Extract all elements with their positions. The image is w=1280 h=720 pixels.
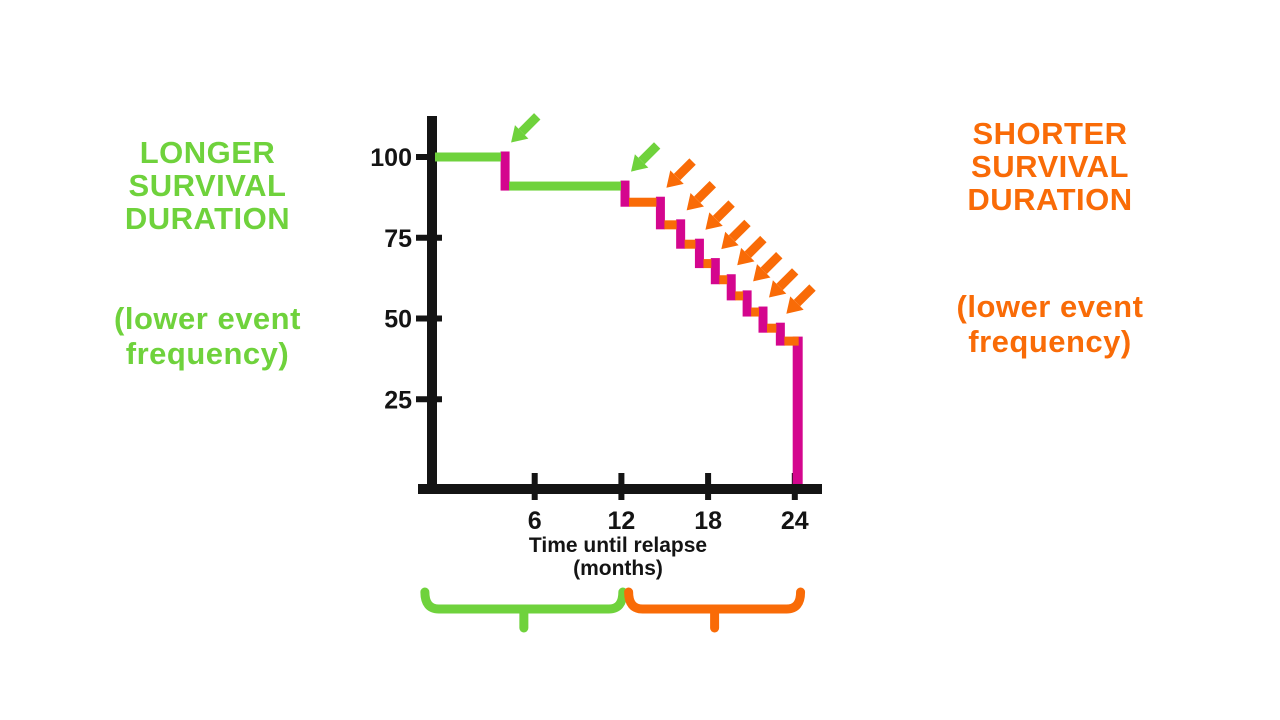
event-arrow-shaft (518, 113, 541, 136)
event-drop (726, 274, 736, 301)
final-drop (792, 336, 803, 484)
survival-segment (751, 307, 760, 317)
y-tick-label: 50 (384, 306, 412, 334)
survival-segment (664, 220, 677, 230)
survival-segment (719, 275, 728, 285)
event-drop (620, 180, 630, 207)
event-arrow-head (737, 247, 755, 266)
survival-segment (703, 259, 712, 269)
x-tick-label: 12 (607, 507, 635, 535)
y-axis (427, 116, 437, 494)
event-arrow-shaft (776, 268, 799, 291)
event-arrow-head (721, 231, 739, 250)
event-drop (710, 258, 720, 285)
y-tick-label: 75 (384, 225, 412, 253)
event-arrow-shaft (712, 200, 735, 223)
event-arrow-head (753, 264, 771, 282)
event-arrow-shaft (793, 284, 816, 307)
y-tick (416, 396, 442, 403)
event-drop (694, 238, 704, 269)
shorter-survival-title-line1: SHORTER (972, 116, 1128, 151)
event-arrow-head (631, 154, 649, 172)
x-tick-label: 18 (694, 507, 722, 535)
survival-segment (434, 152, 502, 162)
longer-survival-title-line1: LONGER (139, 135, 276, 170)
shorter-survival-title: SHORTER SURVIVAL DURATION (875, 117, 1225, 216)
event-arrow-head (511, 125, 529, 143)
x-tick (705, 473, 712, 500)
event-arrow-head (666, 170, 684, 188)
event-drop (742, 290, 752, 317)
survival-segment (684, 239, 696, 249)
survival-segment (735, 291, 744, 301)
event-drop (500, 151, 510, 191)
y-tick-label: 25 (384, 386, 412, 414)
y-tick-label: 100 (370, 144, 412, 172)
event-arrow-shaft (673, 158, 696, 181)
y-tick (416, 154, 442, 160)
longer-survival-subtitle-line2: frequency) (125, 336, 290, 371)
event-drop (655, 196, 665, 230)
survival-segment (784, 336, 799, 346)
survival-segment (509, 181, 622, 191)
shorter-survival-subtitle: (lower event frequency) (875, 289, 1225, 359)
longer-survival-subtitle-line1: (lower event (114, 301, 301, 336)
longer-survival-title: LONGER SURVIVAL DURATION (30, 136, 385, 235)
event-arrow-shaft (760, 252, 783, 274)
shorter-survival-subtitle-line2: frequency) (968, 324, 1132, 359)
event-drop (775, 322, 785, 346)
x-axis-title: (months) (573, 557, 663, 580)
shorter-survival-subtitle-line1: (lower event (956, 289, 1144, 324)
longer-survival-title-line2: SURVIVAL (128, 168, 287, 203)
x-tick (531, 473, 538, 500)
longer-survival-title-line3: DURATION (124, 201, 291, 236)
event-arrow-head (769, 280, 787, 298)
x-tick-label: 6 (528, 507, 542, 535)
survival-segment (629, 197, 657, 207)
longer-survival-subtitle: (lower event frequency) (30, 301, 385, 371)
shorter-survival-title-line3: DURATION (967, 182, 1133, 217)
event-drop (676, 219, 686, 249)
x-axis-title: Time until relapse (529, 534, 707, 557)
event-arrow-head (705, 212, 723, 230)
survival-segment (767, 323, 777, 333)
x-tick-label: 24 (781, 507, 809, 535)
y-tick (416, 315, 442, 322)
x-tick (618, 473, 625, 500)
event-arrow-head (786, 296, 804, 314)
y-tick (416, 234, 442, 241)
event-arrow-shaft (744, 235, 767, 258)
event-drop (758, 306, 768, 333)
event-arrow-head (686, 193, 704, 211)
event-arrow-shaft (728, 219, 751, 242)
shorter-survival-title-line2: SURVIVAL (971, 149, 1129, 184)
x-tick (791, 473, 798, 500)
event-arrow-shaft (638, 142, 661, 165)
event-arrow-shaft (694, 180, 716, 203)
